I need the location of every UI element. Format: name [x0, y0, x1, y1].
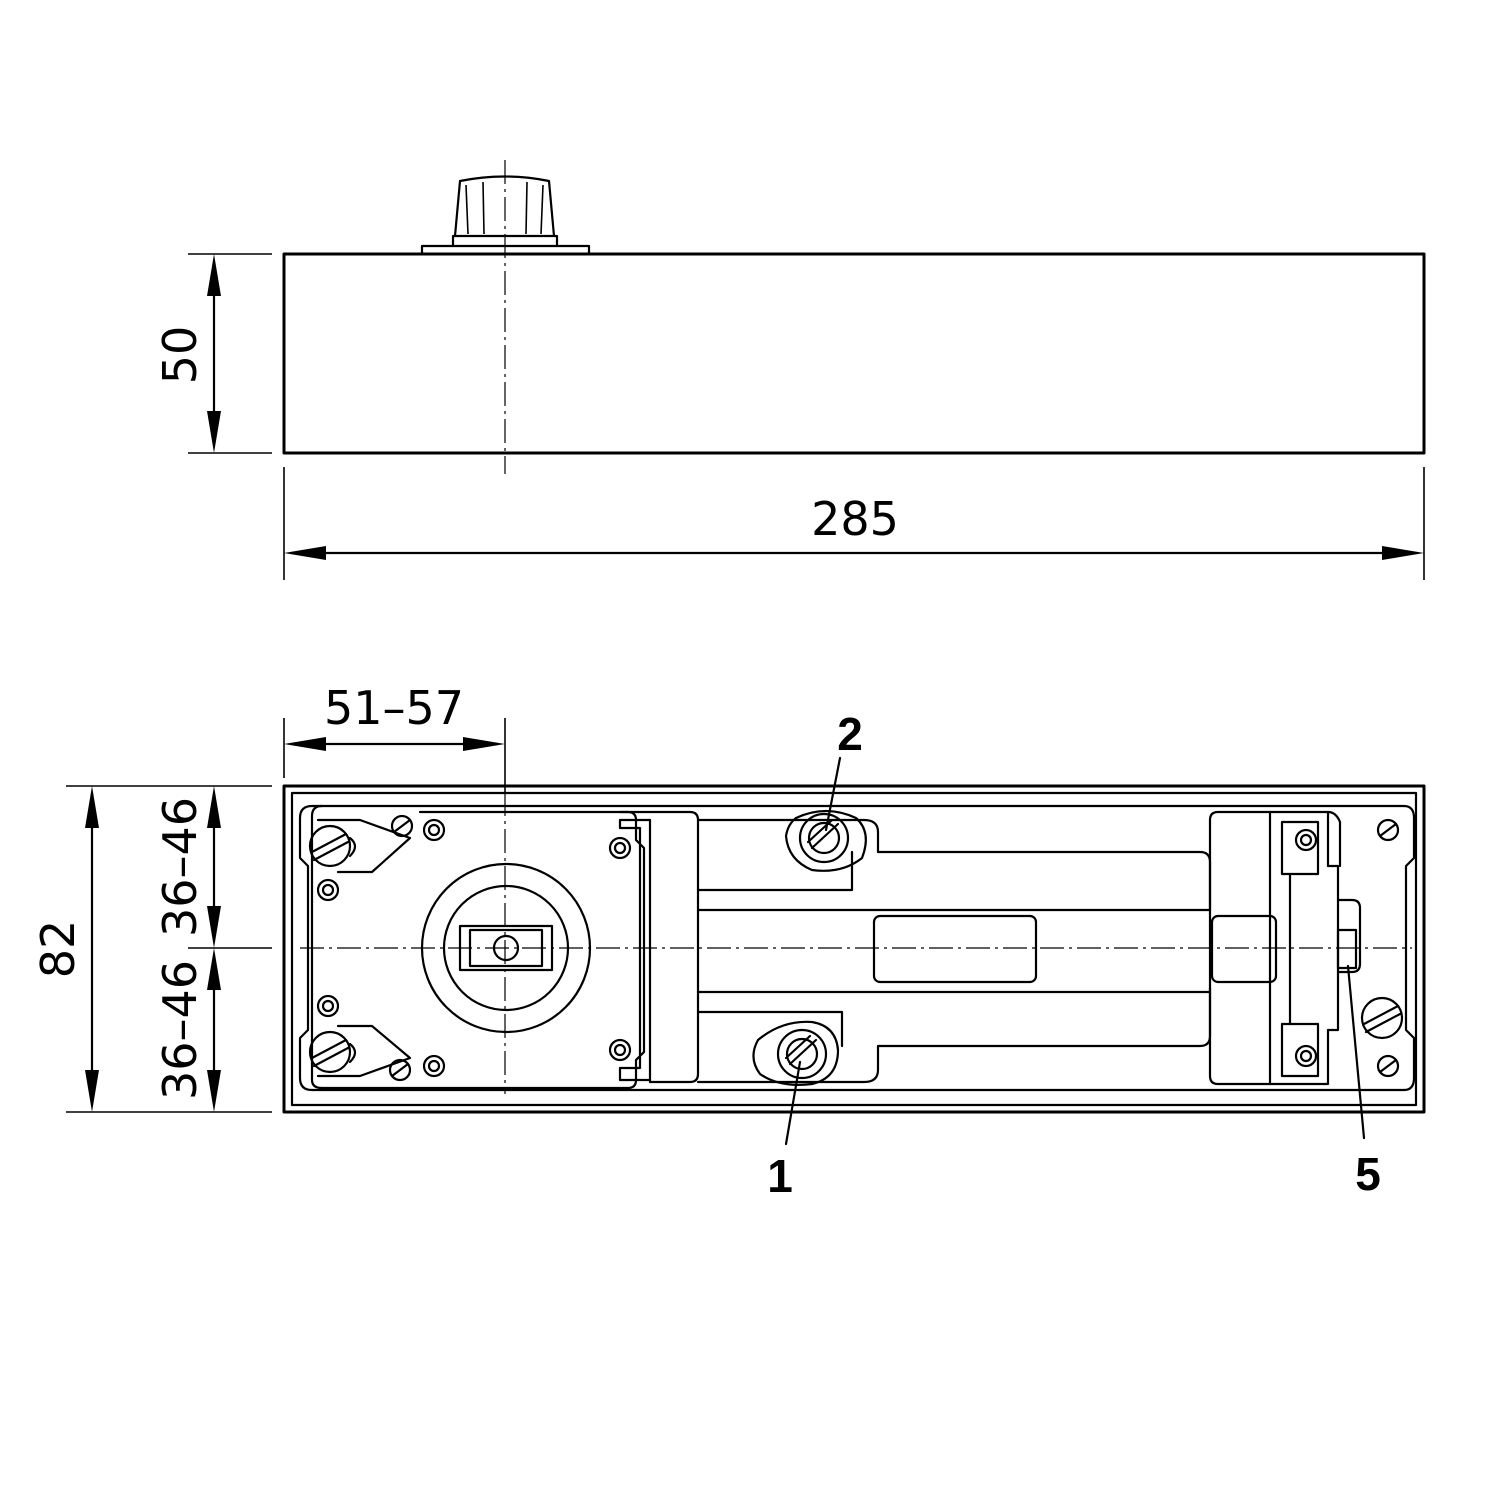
top-view: 51–57 82 36–46 36–46 2 1 5: [31, 681, 1426, 1202]
callout-5-leader: [1346, 964, 1366, 1140]
dim-upper-half-label: 36–46: [153, 797, 207, 937]
dim-length-label: 285: [811, 492, 899, 546]
pivot-plate: [310, 804, 646, 1090]
housing-contour: [298, 804, 1416, 1092]
spring-arm-upper: [696, 818, 1212, 912]
clamp-block: [618, 810, 700, 1084]
callout-5: 5: [1355, 1148, 1381, 1200]
valve-2: [784, 809, 867, 872]
spring-arm-lower: [696, 986, 1212, 1084]
callout-1-leader: [784, 1060, 802, 1146]
callout-1: 1: [767, 1150, 793, 1202]
cover-plate-outer: [282, 784, 1426, 1114]
dim-width-label: 82: [31, 920, 85, 979]
valve-1: [752, 1020, 840, 1086]
slotted-screws: [308, 814, 1404, 1082]
callout-2: 2: [837, 708, 863, 760]
dim-pivot-offset-label: 51–57: [324, 681, 464, 735]
dim-lower-half-label: 36–46: [153, 960, 207, 1100]
callout-2-leader: [824, 756, 842, 832]
dim-height-label: 50: [153, 326, 207, 385]
side-view: 50 285: [153, 160, 1426, 580]
adjuster-rod: [1336, 898, 1362, 974]
cover-plate-inner: [290, 791, 1418, 1107]
label-slot: [872, 914, 1038, 984]
side-view-body: [282, 252, 1426, 455]
fixing-holes: [316, 818, 1318, 1078]
